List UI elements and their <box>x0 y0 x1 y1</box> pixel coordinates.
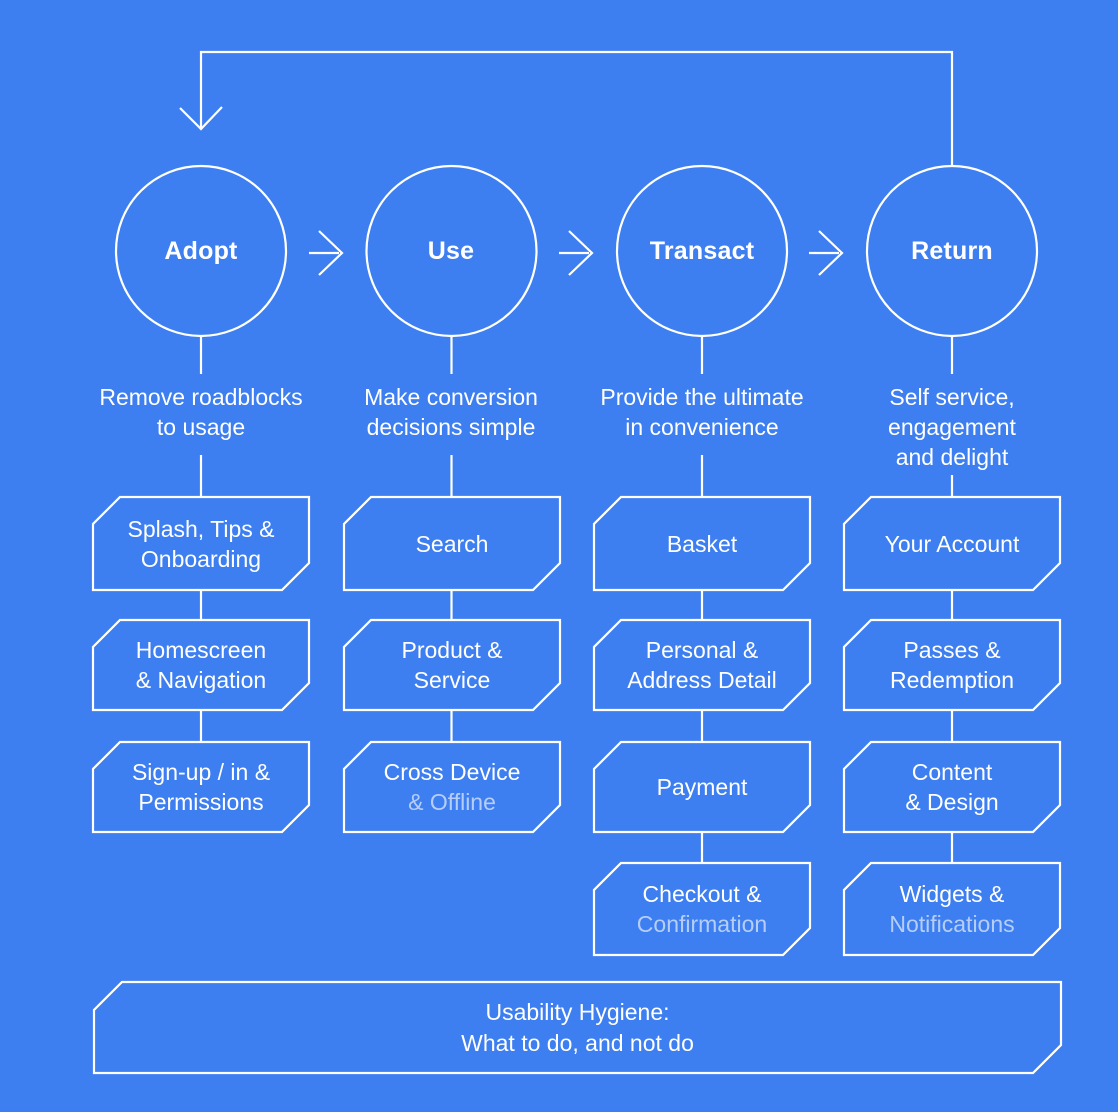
node-product-service: Product & Service <box>401 637 503 693</box>
description-transact: Provide the ultimate in convenience <box>600 384 804 440</box>
node-shape <box>594 863 810 955</box>
node-shape <box>93 742 309 832</box>
stage-adopt: Adopt <box>116 166 286 336</box>
arrow-adopt-to-use-icon <box>309 231 342 275</box>
description-adopt: Remove roadblocks to usage <box>99 384 303 440</box>
feedback-loop-line <box>201 52 952 166</box>
node-shape <box>344 742 560 832</box>
feedback-arrowhead-icon <box>180 107 222 129</box>
node-payment: Payment <box>656 774 748 800</box>
node-basket: Basket <box>666 530 738 557</box>
node-shape <box>844 742 1060 832</box>
node-shape <box>844 497 1060 590</box>
node-homescreen-navigation: Homescreen & Navigation <box>135 637 267 693</box>
node-shape <box>844 863 1060 955</box>
node-shape <box>93 620 309 710</box>
arrow-use-to-transact-icon <box>559 231 592 275</box>
node-checkout-confirmation: Checkout & Confirmation <box>636 881 768 937</box>
node-shape <box>594 742 810 832</box>
node-cross-device-offline: Cross Device & Offline <box>383 759 521 815</box>
node-shape <box>844 620 1060 710</box>
description-use: Make conversion decisions simple <box>364 384 538 440</box>
node-signup-permissions: Sign-up / in & Permissions <box>131 759 271 815</box>
stage-use: Use <box>366 166 536 336</box>
stage-transact: Transact <box>617 166 787 336</box>
node-shape <box>594 497 810 590</box>
node-personal-address-detail: Personal & Address Detail <box>627 637 777 693</box>
stage-label: Adopt <box>164 236 238 265</box>
stage-label: Use <box>427 236 475 265</box>
usability-hygiene-banner: Usability Hygiene: What to do, and not d… <box>461 998 694 1056</box>
arrow-transact-to-return-icon <box>809 231 842 275</box>
node-shape <box>344 497 560 590</box>
description-return: Self service, engagement and delight <box>888 384 1016 470</box>
node-shape <box>344 620 560 710</box>
node-content-design: Content & Design <box>905 759 999 815</box>
stage-return: Return <box>867 166 1037 336</box>
node-shape <box>93 497 309 590</box>
node-search: Search <box>415 530 489 557</box>
node-your-account: Your Account <box>884 530 1020 557</box>
node-shape <box>594 620 810 710</box>
usability-hygiene-shape <box>94 982 1061 1073</box>
node-widgets-notifications: Widgets & Notifications <box>889 881 1015 937</box>
node-passes-redemption: Passes & Redemption <box>889 637 1015 693</box>
node-splash-tips-onboarding: Splash, Tips & Onboarding <box>127 515 275 572</box>
stage-label: Transact <box>649 236 755 265</box>
stage-label: Return <box>911 236 993 265</box>
